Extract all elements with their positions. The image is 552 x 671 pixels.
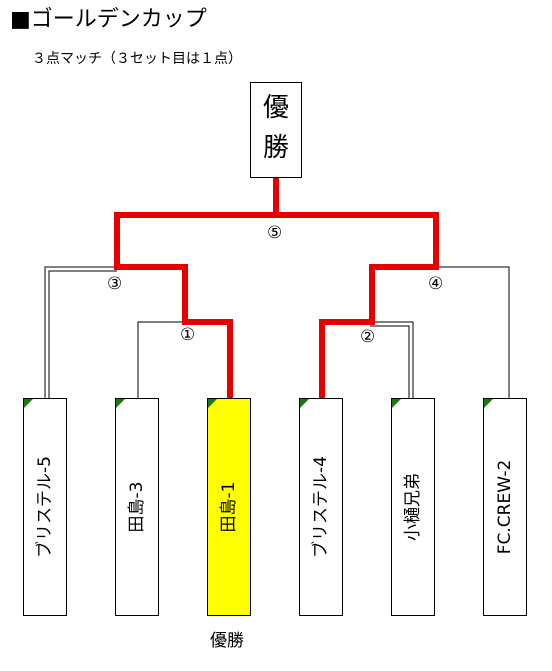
corner-flag-icon <box>484 399 493 408</box>
winner-path <box>114 178 279 398</box>
team-name: 田島-3 <box>127 481 147 533</box>
corner-flag-icon <box>392 399 401 408</box>
bracket-line <box>370 325 410 398</box>
match-number-2: ② <box>359 327 377 347</box>
page-title: ■ゴールデンカップ <box>10 7 207 32</box>
team-name: 小樋兄弟 <box>403 473 423 541</box>
team-name: FC.CREW-2 <box>495 459 515 555</box>
corner-flag-icon <box>116 399 125 408</box>
team-box: ブリステル-5 <box>23 398 67 616</box>
bracket-line <box>436 266 510 398</box>
winner-label: 優勝 <box>210 631 244 651</box>
corner-flag-icon <box>300 399 309 408</box>
team-name: ブリステル-4 <box>311 456 331 558</box>
winner-path <box>276 212 439 398</box>
match-number-3: ③ <box>106 274 124 294</box>
team-box-winner: 田島-1 <box>207 398 251 616</box>
team-name: ブリステル-5 <box>35 456 55 558</box>
bracket-line <box>137 321 185 398</box>
champion-char-2: 勝 <box>262 133 289 163</box>
team-box: ブリステル-4 <box>299 398 343 616</box>
bracket-line <box>44 266 117 398</box>
match-number-5: ⑤ <box>266 223 284 243</box>
team-name: 田島-1 <box>219 481 239 533</box>
champion-char-1: 優 <box>262 93 289 123</box>
team-box: FC.CREW-2 <box>483 398 527 616</box>
match-rule-subtitle: ３点マッチ（３セット目は１点） <box>32 51 242 67</box>
bracket-line <box>370 321 414 398</box>
match-number-4: ④ <box>427 274 445 294</box>
champion-box: 優 勝 <box>250 82 302 178</box>
match-number-1: ① <box>179 325 197 345</box>
team-box: 小樋兄弟 <box>391 398 435 616</box>
bracket-line <box>48 270 117 398</box>
corner-flag-icon <box>208 399 217 408</box>
team-box: 田島-3 <box>115 398 159 616</box>
corner-flag-icon <box>24 399 33 408</box>
